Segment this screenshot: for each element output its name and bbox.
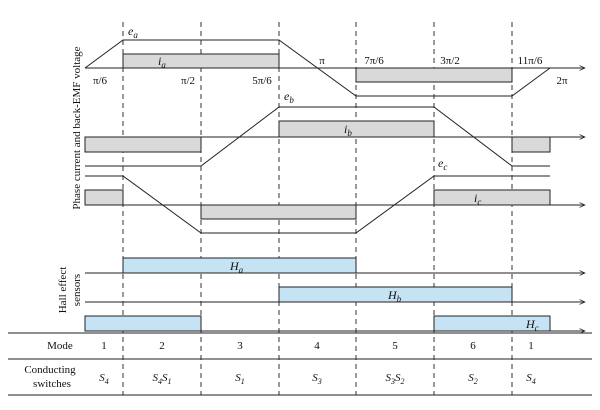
- mode-cell: 3: [237, 340, 243, 352]
- label-hc: Hc: [525, 317, 539, 333]
- phase-c-back-emf: [85, 175, 550, 234]
- mode-cell: 6: [470, 340, 476, 352]
- y-axis-title: Phase current and back-EMF voltage: [71, 46, 83, 209]
- hall-c-pulse-2: [433, 315, 551, 332]
- phase-b-current-neg-1: [84, 136, 202, 153]
- phase-b-current-pos: [278, 120, 435, 138]
- hall-title-line2: sensors: [71, 274, 83, 306]
- label-eb: eb: [284, 89, 294, 105]
- phase-c-current-pos-1: [84, 189, 124, 206]
- mode-cell: 1: [101, 340, 107, 352]
- switch-cell: S1: [235, 372, 245, 386]
- angle-pi: π: [319, 55, 325, 67]
- angle-7pi-6: 7π/6: [364, 55, 384, 67]
- switch-cell: S4: [99, 372, 109, 386]
- hall-c-pulse-1: [84, 315, 202, 332]
- switch-cell: S3: [312, 372, 322, 386]
- mode-row-label: Mode: [47, 340, 73, 352]
- label-ic: ic: [474, 191, 481, 207]
- angle-pi-6: π/6: [93, 75, 108, 87]
- switch-cell: S2: [468, 372, 478, 386]
- angle-5pi-6: 5π/6: [252, 75, 272, 87]
- hall-b-pulse: [278, 286, 513, 303]
- hall-title-line1: Hall effect: [57, 267, 69, 314]
- phase-a-current-neg: [355, 67, 513, 83]
- label-ia: ia: [158, 54, 166, 70]
- switch-cell: S3S2: [386, 372, 405, 386]
- mode-cell: 5: [392, 340, 398, 352]
- hall-a-pulse: [122, 257, 357, 274]
- mode-table: Mode Conducting switches 1 2 3 4 5 6 1 S…: [8, 332, 592, 396]
- mode-cell: 4: [314, 340, 320, 352]
- angle-3pi-2: 3π/2: [440, 55, 460, 67]
- label-ea: ea: [128, 24, 138, 40]
- angle-2pi: 2π: [556, 75, 568, 87]
- switch-cell: S4S1: [153, 372, 172, 386]
- phase-b-back-emf: [85, 106, 550, 167]
- label-ec: ec: [438, 156, 447, 172]
- angle-labels: π/6 π/2 5π/6 π 7π/6 3π/2 11π/6 2π: [93, 55, 568, 87]
- switch-row-label-1: Conducting: [24, 364, 76, 376]
- label-ha: Ha: [229, 259, 244, 275]
- phase-a-current-pos: [122, 53, 280, 69]
- mode-cell: 1: [528, 340, 534, 352]
- phase-c-current-neg: [200, 204, 357, 220]
- switch-cell: S4: [526, 372, 536, 386]
- angle-pi-2: π/2: [181, 75, 195, 87]
- switch-row-label-2: switches: [33, 378, 71, 390]
- phase-a-back-emf: [84, 39, 551, 97]
- mode-cell: 2: [159, 340, 165, 352]
- angle-11pi-6: 11π/6: [518, 55, 543, 67]
- phase-b-current-neg-2: [511, 136, 551, 153]
- phase-c-current-pos-2: [433, 189, 551, 206]
- label-hb: Hb: [387, 288, 402, 304]
- label-ib: ib: [344, 122, 352, 138]
